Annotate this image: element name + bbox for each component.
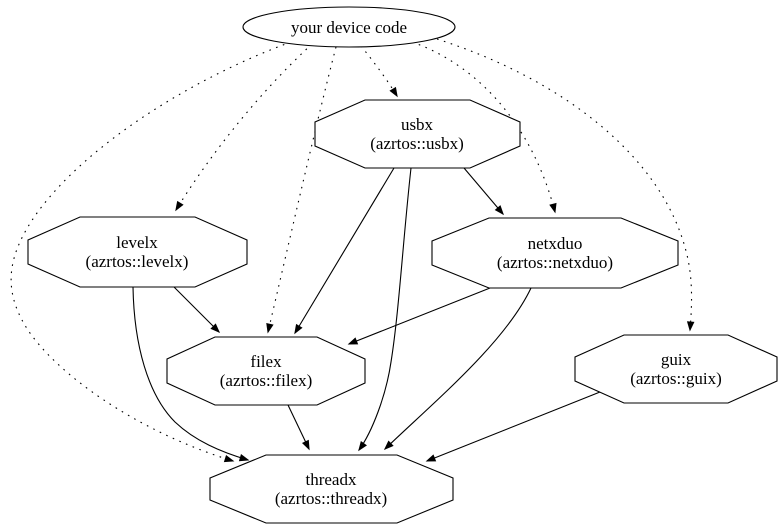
threadx-sublabel: (azrtos::threadx) <box>275 489 387 508</box>
edge-netxduo-filex <box>347 287 491 345</box>
node-netxduo: netxduo (azrtos::netxduo) <box>431 217 679 289</box>
guix-sublabel: (azrtos::guix) <box>630 369 722 388</box>
threadx-label: threadx <box>306 470 357 489</box>
edge-filex-threadx <box>287 404 310 451</box>
edge-levelx-filex <box>173 286 221 334</box>
edge-device-filex <box>266 46 337 334</box>
edge-layer <box>10 38 695 463</box>
levelx-octagon <box>27 216 248 288</box>
edge-levelx-threadx <box>132 286 250 462</box>
device-ellipse <box>242 6 456 48</box>
edge-device-levelx <box>175 43 313 212</box>
node-usbx: usbx (azrtos::usbx) <box>314 99 521 169</box>
netxduo-sublabel: (azrtos::netxduo) <box>497 253 613 272</box>
guix-octagon <box>574 334 778 404</box>
node-guix: guix (azrtos::guix) <box>574 334 778 404</box>
edge-usbx-filex <box>294 167 395 335</box>
levelx-sublabel: (azrtos::levelx) <box>86 252 189 271</box>
filex-octagon <box>166 336 366 406</box>
node-filex: filex (azrtos::filex) <box>166 336 366 406</box>
levelx-label: levelx <box>116 233 158 252</box>
device-label: your device code <box>291 18 407 37</box>
node-levelx: levelx (azrtos::levelx) <box>27 216 248 288</box>
filex-sublabel: (azrtos::filex) <box>220 371 313 390</box>
threadx-octagon <box>209 454 454 524</box>
node-device: your device code <box>242 6 456 48</box>
edge-usbx-threadx <box>358 167 412 452</box>
netxduo-octagon <box>431 217 679 289</box>
netxduo-label: netxduo <box>528 234 583 253</box>
usbx-label: usbx <box>401 115 434 134</box>
filex-label: filex <box>250 352 282 371</box>
edge-device-usbx <box>360 45 398 98</box>
guix-label: guix <box>661 350 692 369</box>
node-threadx: threadx (azrtos::threadx) <box>209 454 454 524</box>
usbx-octagon <box>314 99 521 169</box>
edge-netxduo-threadx <box>383 287 532 451</box>
edge-device-threadx <box>10 41 292 463</box>
edge-guix-threadx <box>425 391 601 462</box>
edge-usbx-netxduo <box>463 167 504 216</box>
usbx-sublabel: (azrtos::usbx) <box>370 134 463 153</box>
edge-device-guix <box>436 38 695 332</box>
